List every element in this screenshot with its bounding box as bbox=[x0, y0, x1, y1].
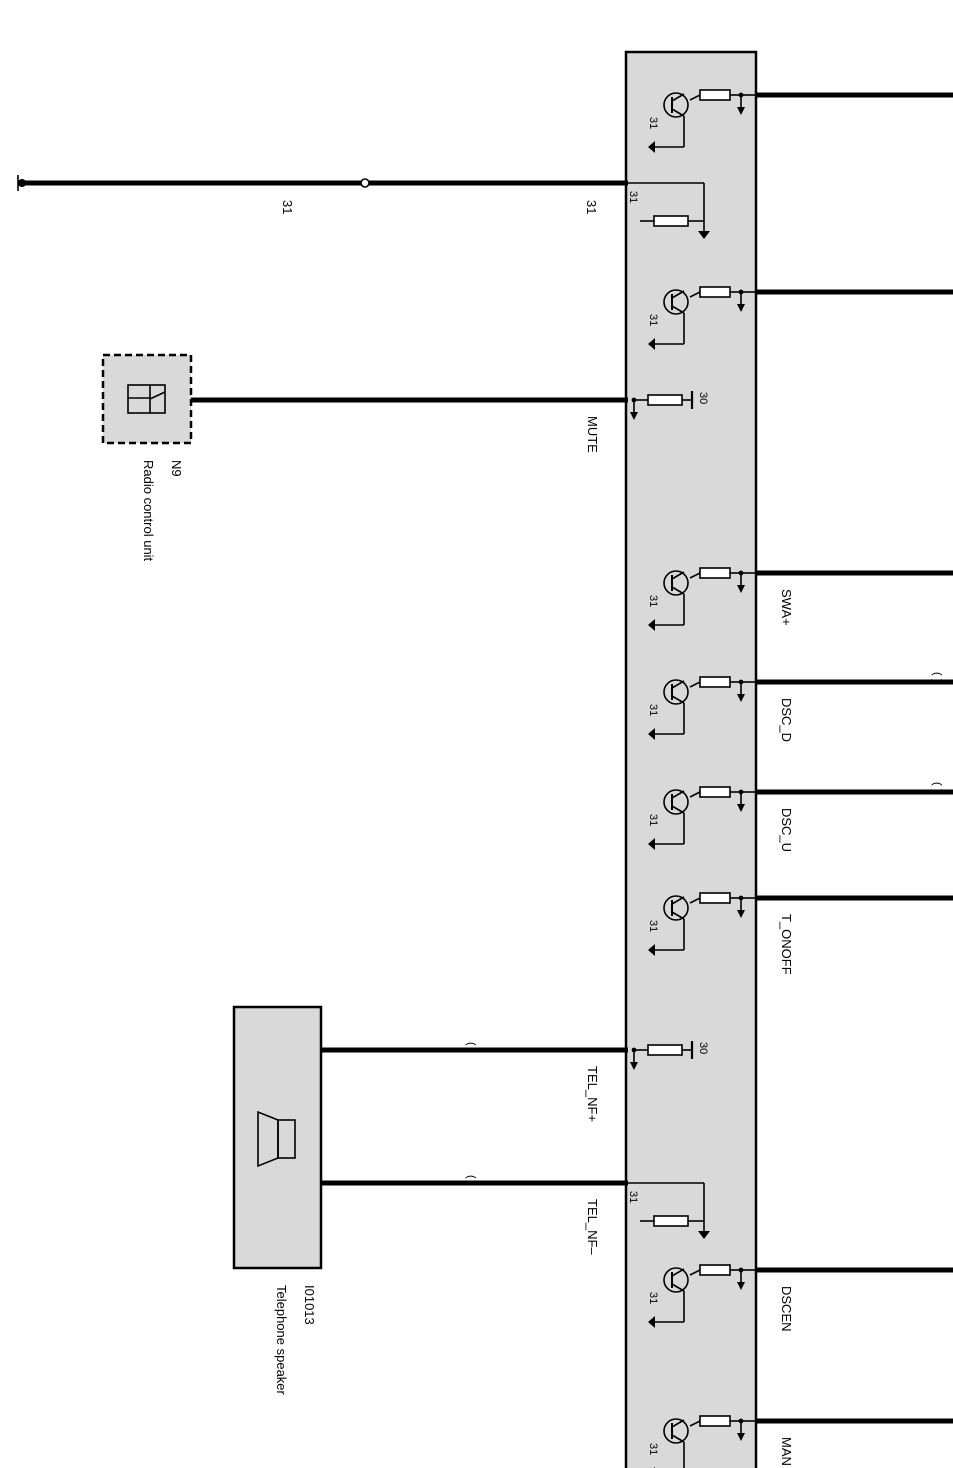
transistor-icon bbox=[663, 789, 689, 815]
pin-label: 31 bbox=[627, 1191, 639, 1203]
speaker-name: Telephone speaker bbox=[274, 1285, 289, 1396]
svg-text:( ): ( ) bbox=[931, 782, 943, 792]
pin-label: 30 bbox=[697, 1042, 709, 1054]
speaker-icon bbox=[257, 1110, 296, 1168]
pin-label: 31 bbox=[647, 814, 659, 826]
transistor-icon bbox=[663, 92, 689, 118]
module-row-dscen: 31 DSCEN bbox=[647, 1264, 953, 1332]
telephone-speaker: I01013 Telephone speaker bbox=[232, 1005, 628, 1396]
signal-label: MUTE bbox=[585, 416, 600, 453]
ground-wire-label-1: 31 bbox=[280, 200, 295, 214]
module-row-dsc-d: 31 DSC_D bbox=[647, 676, 953, 742]
signal-label: MAN bbox=[779, 1437, 794, 1466]
pin-label: 31 bbox=[647, 595, 659, 607]
module-row-unlabeled-0: 31 bbox=[647, 89, 953, 153]
ground-wire: 31 31 bbox=[17, 175, 628, 214]
module-row-unlabeled-2: 31 bbox=[647, 286, 953, 350]
transistor-icon bbox=[663, 679, 689, 705]
radio-connector-icon bbox=[127, 384, 166, 414]
radio-id: N9 bbox=[169, 460, 184, 477]
svg-text:( ): ( ) bbox=[465, 1175, 477, 1185]
transistor-icon bbox=[663, 570, 689, 596]
module-row-man: 31 MAN bbox=[647, 1415, 953, 1468]
transistor-icon bbox=[663, 895, 689, 921]
ground-wire-label-2: 31 bbox=[584, 200, 599, 214]
radio-name: Radio control unit bbox=[141, 460, 156, 562]
wire-break-marks: ( ) ( ) ( ) ( ) bbox=[465, 672, 943, 1185]
pin-label: 31 bbox=[647, 1443, 659, 1455]
module-row-dsc-u: 31 DSC_U bbox=[647, 786, 953, 852]
transistor-icon bbox=[663, 1418, 689, 1444]
module-row-t-onoff: 31 T_ONOFF bbox=[647, 892, 953, 975]
pin-label: 31 bbox=[647, 704, 659, 716]
pin-label: 31 bbox=[647, 117, 659, 129]
speaker-id: I01013 bbox=[302, 1285, 317, 1325]
svg-text:( ): ( ) bbox=[931, 672, 943, 682]
signal-label: T_ONOFF bbox=[779, 914, 794, 975]
svg-text:( ): ( ) bbox=[465, 1042, 477, 1052]
pin-label: 31 bbox=[647, 1292, 659, 1304]
pin-label: 31 bbox=[647, 920, 659, 932]
signal-label: TEL_NF– bbox=[585, 1199, 600, 1255]
signal-label: TEL_NF+ bbox=[585, 1066, 600, 1122]
pin-label: 31 bbox=[627, 191, 639, 203]
signal-label: SWA+ bbox=[779, 589, 794, 626]
radio-control-unit: N9 Radio control unit bbox=[101, 353, 628, 562]
module-row-swa-: 31 SWA+ bbox=[647, 567, 953, 631]
pin-label: 31 bbox=[647, 314, 659, 326]
module-row-unlabeled-1: 31 bbox=[627, 182, 710, 239]
signal-label: DSC_U bbox=[779, 808, 794, 852]
signal-label: DSCEN bbox=[779, 1286, 794, 1332]
transistor-icon bbox=[663, 1267, 689, 1293]
pin-label: 30 bbox=[697, 392, 709, 404]
signal-label: DSC_D bbox=[779, 698, 794, 742]
transistor-icon bbox=[663, 289, 689, 315]
control-module bbox=[624, 50, 758, 1468]
